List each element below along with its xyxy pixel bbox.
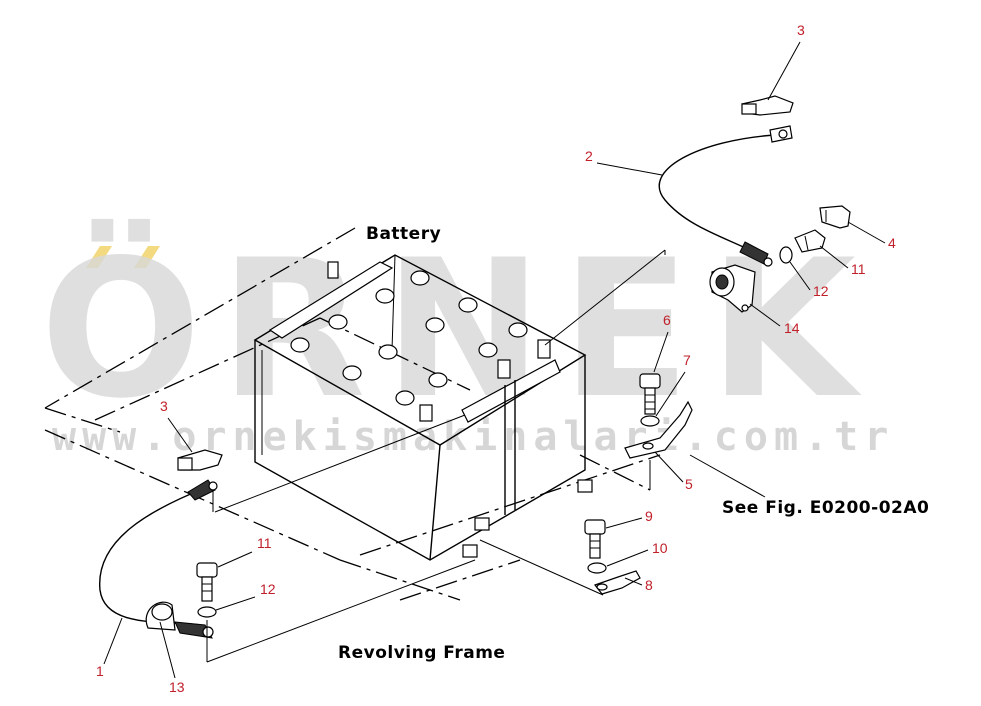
callout-3-top: 3 — [797, 22, 805, 38]
callout-5: 5 — [685, 476, 693, 492]
watermark: ÖRNEK www.ornekismakinalari.com.tr — [40, 218, 894, 460]
callout-7: 7 — [683, 352, 691, 368]
mount-block-right — [577, 479, 593, 493]
bolt-4 — [819, 205, 851, 229]
callout-2: 2 — [585, 148, 593, 164]
callout-8: 8 — [645, 577, 653, 593]
terminal-cap-3-top — [741, 95, 794, 116]
callout-10: 10 — [652, 540, 668, 556]
connector-8 — [594, 570, 641, 595]
battery-cell-caps — [290, 270, 528, 406]
switch-14 — [709, 264, 756, 313]
battery-terminal-pos — [537, 339, 551, 359]
battery — [253, 254, 587, 561]
callout-6: 6 — [663, 312, 671, 328]
watermark-url: www.ornekismakinalari.com.tr — [52, 414, 894, 460]
callout-13: 13 — [169, 679, 185, 695]
callout-3-left: 3 — [160, 398, 168, 414]
watermark-accent-left — [86, 246, 112, 268]
mount-block-left — [462, 544, 478, 558]
callout-12-left: 12 — [260, 581, 276, 597]
nut-11-top — [794, 229, 826, 253]
callout-14: 14 — [784, 320, 800, 336]
clamp-13 — [145, 601, 176, 631]
bolt-9 — [584, 519, 606, 559]
revolving-frame-label: Revolving Frame — [338, 643, 505, 663]
washer-10 — [587, 562, 607, 574]
callout-11-left: 11 — [257, 535, 272, 551]
callout-11-top: 11 — [851, 261, 866, 277]
battery-terminal-neg — [327, 261, 339, 279]
washer-12-left — [197, 606, 217, 618]
battery-label: Battery — [366, 224, 441, 244]
terminal-cap-3-left — [177, 449, 223, 471]
callouts: 3 2 4 11 12 14 6 7 5 3 11 12 1 13 9 10 8 — [96, 22, 896, 695]
bolt-6 — [639, 373, 661, 415]
see-fig-label: See Fig. E0200-02A0 — [722, 498, 929, 518]
callout-1: 1 — [96, 663, 104, 679]
washer-12-top — [779, 246, 793, 264]
watermark-brand: ÖRNEK — [40, 218, 874, 440]
cable-2 — [658, 125, 793, 267]
callout-4: 4 — [888, 235, 896, 251]
watermark-accent-right — [134, 246, 160, 268]
ground-strap-5 — [624, 400, 693, 459]
callout-9: 9 — [645, 508, 653, 524]
bolt-11-left — [196, 562, 218, 602]
washer-7 — [640, 415, 660, 427]
callout-12-top: 12 — [813, 283, 829, 299]
